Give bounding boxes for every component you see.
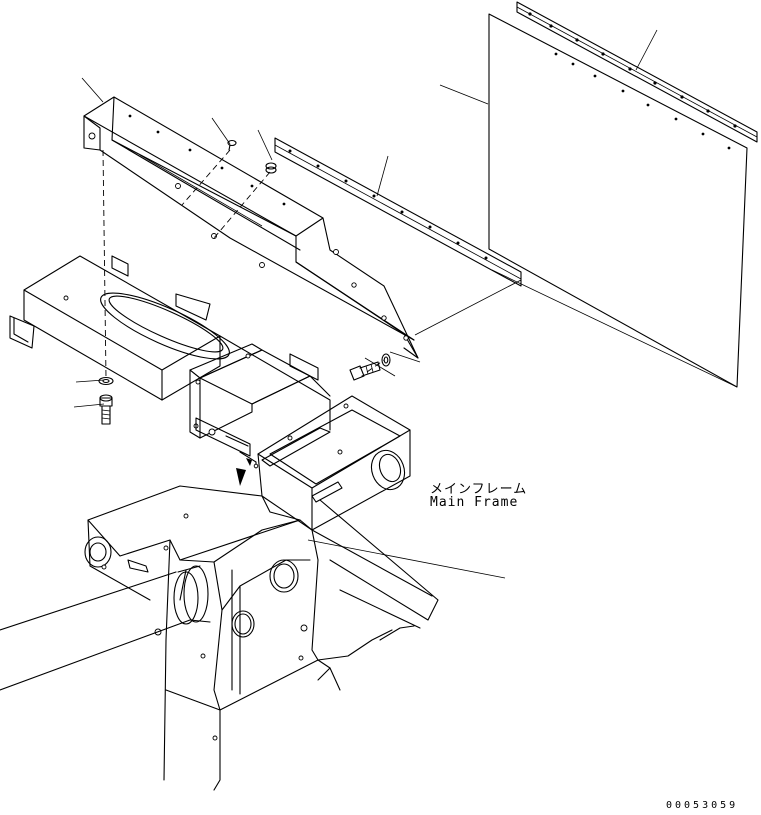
frame-body bbox=[84, 468, 439, 791]
axle-tube bbox=[0, 565, 211, 691]
main-frame-label-japanese: メインフレーム bbox=[430, 482, 528, 497]
upper-clamp-bar bbox=[516, 1, 758, 150]
main-frame-box bbox=[253, 395, 411, 531]
assembly-dashed-lines bbox=[102, 149, 385, 379]
leader-lines bbox=[73, 29, 658, 408]
main-frame-label-english: Main Frame bbox=[430, 495, 519, 510]
right-washer-bolt bbox=[349, 353, 391, 381]
clamp-plate bbox=[189, 343, 331, 469]
mud-flap-sheet bbox=[488, 13, 748, 388]
lower-bracket-frame bbox=[9, 255, 331, 431]
alignment-lines bbox=[307, 269, 738, 579]
lower-mounting-bar bbox=[274, 137, 522, 287]
upper-bracket bbox=[83, 96, 419, 359]
drawing-number: 00053059 bbox=[666, 800, 739, 811]
clip-pins bbox=[227, 139, 277, 174]
left-washer-bolt bbox=[98, 376, 114, 425]
